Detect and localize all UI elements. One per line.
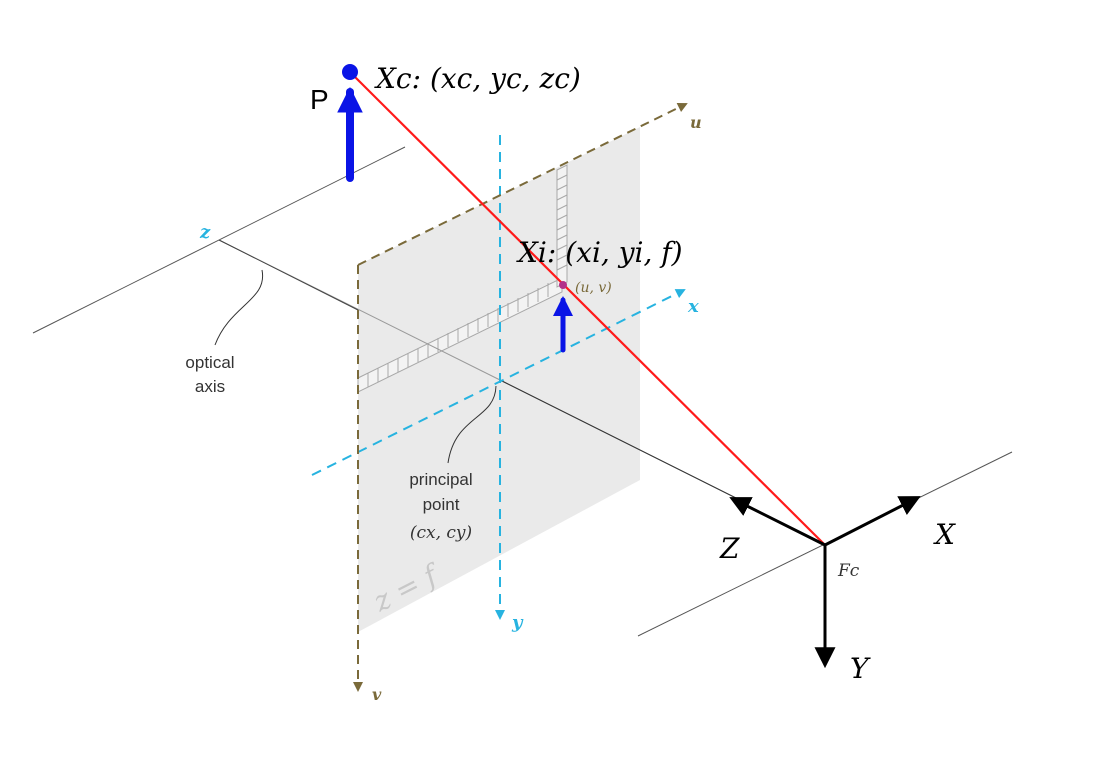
camera-frame-label: Fc xyxy=(837,561,860,581)
camera-x-label: X xyxy=(933,518,956,551)
principal-point-coords: (cx, cy) xyxy=(410,523,472,543)
camera-point-label: Xc: (xc, yc, zc) xyxy=(374,62,581,95)
principal-point-label-1: principal xyxy=(409,470,472,489)
camera-z-label: Z xyxy=(719,532,740,565)
image-point-label: Xi: (xi, yi, f) xyxy=(516,236,683,269)
u-axis-label: u xyxy=(690,113,702,132)
z-axis-label: z xyxy=(199,222,211,243)
x-axis-label: x xyxy=(687,296,699,317)
principal-point-leader xyxy=(447,385,497,464)
point-name-label: P xyxy=(310,84,329,115)
optical-axis-leader xyxy=(214,269,264,346)
pixel-u-axis xyxy=(357,103,688,266)
optical-axis-to-center xyxy=(499,379,741,501)
object-point xyxy=(342,64,358,80)
optical-axis-front xyxy=(218,239,359,311)
camera-y-label: Y xyxy=(850,652,871,685)
projection-ray xyxy=(349,71,826,546)
v-axis-label: v xyxy=(372,685,382,704)
optical-axis-label-1: optical xyxy=(185,353,234,372)
image-point xyxy=(559,281,567,289)
pixel-coord-label: (u, v) xyxy=(575,280,612,296)
y-axis-label: y xyxy=(511,612,524,633)
camera-z-arrow xyxy=(729,497,826,547)
camera-x-arrow xyxy=(824,496,921,547)
optical-axis-label-2: axis xyxy=(195,377,225,396)
v-ruler-ticks xyxy=(556,174,568,271)
image-x-axis xyxy=(311,289,686,476)
principal-point-label-2: point xyxy=(423,495,460,514)
